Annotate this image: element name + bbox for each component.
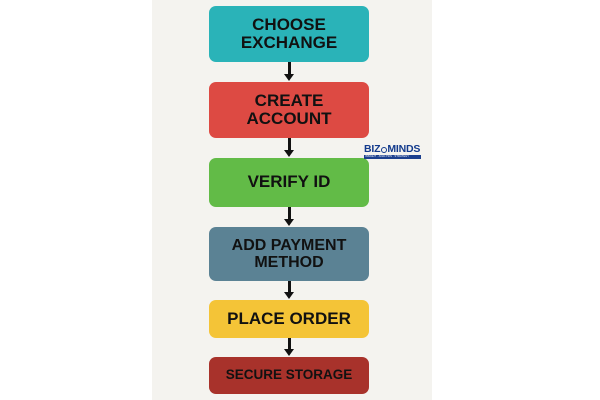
step-label: SECURE STORAGE (225, 367, 353, 383)
step-label: CREATE ACCOUNT (246, 90, 332, 128)
logo-tagline: INSIGHT · ANALYSIS · STRATEGY (365, 154, 410, 158)
step-label: VERIFY ID (247, 172, 331, 192)
step-create-account: CREATE ACCOUNT (209, 82, 369, 138)
arrow-5 (284, 338, 294, 356)
arrow-3 (284, 207, 294, 226)
step-choose-exchange: CHOOSE EXCHANGE (209, 6, 369, 62)
step-verify-id: VERIFY ID (209, 158, 369, 207)
logo-tagline-bar (364, 154, 421, 159)
step-secure-storage: SECURE STORAGE (209, 357, 369, 394)
step-label: PLACE ORDER (227, 308, 351, 328)
step-label: ADD PAYMENT METHOD (231, 236, 347, 271)
arrow-4 (284, 281, 294, 299)
arrow-1 (284, 62, 294, 81)
step-add-payment-method: ADD PAYMENT METHOD (209, 227, 369, 281)
step-place-order: PLACE ORDER (209, 300, 369, 338)
arrow-2 (284, 138, 294, 157)
step-label: CHOOSE EXCHANGE (240, 14, 338, 52)
